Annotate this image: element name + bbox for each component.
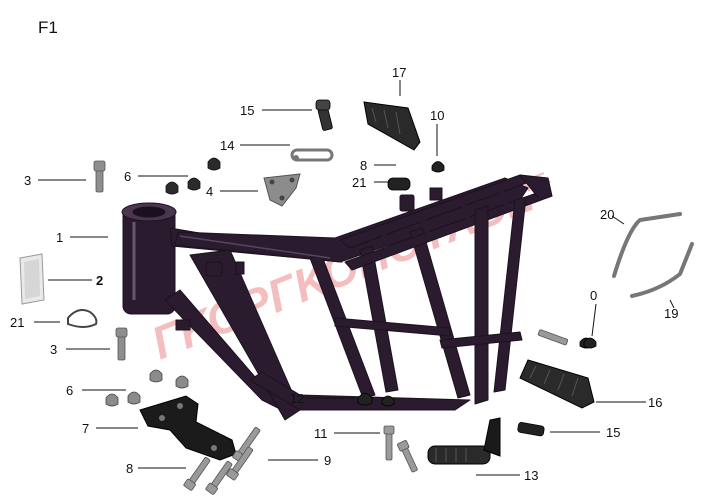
engine-mount-plate xyxy=(139,395,237,461)
grommets-part-6-bottom xyxy=(105,369,189,407)
clip-part-21-bottom xyxy=(67,309,98,328)
clip-part-21-top xyxy=(387,177,411,191)
callout-4: 4 xyxy=(206,184,213,199)
reflector-lens xyxy=(19,253,45,305)
callout-17: 17 xyxy=(392,65,406,80)
cap-part-10 xyxy=(431,161,445,173)
grommets-part-6-top xyxy=(165,157,221,195)
callout-21-bottom: 21 xyxy=(10,315,24,330)
bracket-part-20 xyxy=(612,212,682,278)
callout-8-top: 8 xyxy=(360,158,367,173)
callout-10: 10 xyxy=(430,108,444,123)
callout-6-top: 6 xyxy=(124,169,131,184)
callout-8-bottom: 8 xyxy=(126,461,133,476)
callout-19: 19 xyxy=(664,306,678,321)
bracket-part-19 xyxy=(630,242,694,298)
callout-0: 0 xyxy=(590,288,597,303)
callout-11: 11 xyxy=(314,426,328,441)
callout-1: 1 xyxy=(56,230,63,245)
callout-2: 2 xyxy=(96,273,103,288)
callout-9: 9 xyxy=(324,453,331,468)
callout-13: 13 xyxy=(524,468,538,483)
callout-15-bottom: 15 xyxy=(606,425,620,440)
bolt-part-3-bottom xyxy=(115,327,128,361)
callout-6-bottom: 6 xyxy=(66,383,73,398)
bolt-part-3-top xyxy=(93,160,106,193)
pin-part-15-top xyxy=(315,99,333,131)
bolts-part-8-9 xyxy=(183,427,261,495)
footrest-rubber-top xyxy=(363,101,421,151)
leader-lines xyxy=(34,80,675,476)
clip-part-14 xyxy=(290,148,334,162)
page-title: F1 xyxy=(38,18,58,37)
driver-footrest xyxy=(519,329,595,409)
main-frame xyxy=(121,174,553,421)
cap-part-0 xyxy=(583,337,597,349)
callout-16: 16 xyxy=(648,395,662,410)
bracket-plate xyxy=(263,173,301,207)
pin-part-15-bottom xyxy=(517,422,545,437)
callout-3-top: 3 xyxy=(24,173,31,188)
callout-3-bottom: 3 xyxy=(50,342,57,357)
callout-labels: 3 1 2 21 3 6 7 8 9 6 4 14 15 17 10 8 21 … xyxy=(10,65,678,483)
callout-7: 7 xyxy=(82,421,89,436)
callout-20: 20 xyxy=(600,207,614,222)
callout-12: 12 xyxy=(290,391,304,406)
passenger-footrest xyxy=(427,417,501,465)
callout-15-top: 15 xyxy=(240,103,254,118)
callout-14: 14 xyxy=(220,138,234,153)
bolts-part-11 xyxy=(383,425,418,473)
callout-21-top: 21 xyxy=(352,175,366,190)
